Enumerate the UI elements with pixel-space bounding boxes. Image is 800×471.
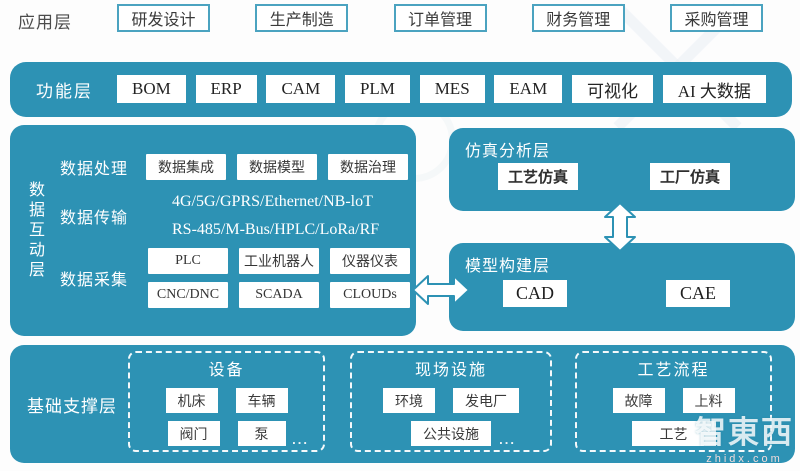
data-collection-box: CLOUDs [330, 282, 410, 308]
simulation-box: 工厂仿真 [650, 163, 731, 190]
data-collection-label: 数据采集 [60, 272, 129, 289]
application-box: 订单管理 [393, 4, 487, 32]
site-watermark: 智東西 zhidx.com [695, 407, 794, 465]
equipment-group: 设备 机床车辆 阀门泵 ... [128, 351, 325, 452]
site-facility-box: 环境 [383, 388, 435, 413]
simulation-box: 工艺仿真 [498, 163, 579, 190]
horizontal-double-arrow-icon [412, 275, 470, 305]
data-collection-row: 数据采集 PLC 工业机器人仪器仪表 CNC/DNC SCADA CLOUDs [60, 246, 410, 310]
function-box: 可视化 [571, 75, 653, 103]
process-flow-row2: 工艺 [577, 421, 770, 446]
model-construction-layer-label: 模型构建层 [465, 258, 551, 275]
model-box: CAE [666, 280, 730, 307]
data-processing-box: 数据模型 [237, 154, 317, 180]
vertical-double-arrow-icon [604, 202, 636, 252]
application-layer-label: 应用层 [18, 13, 72, 32]
equipment-box: 阀门 [167, 421, 220, 446]
function-box: AI 大数据 [662, 75, 766, 103]
function-layer-band: 功能层 BOM ERP CAM PLM MES EAM 可视化 AI 大数据 [10, 62, 792, 117]
site-facilities-row2: 公共设施 [352, 421, 550, 446]
site-facility-box: 公共设施 [411, 421, 491, 446]
data-transmission-protocols: 4G/5G/GPRS/Ethernet/NB-loT RS-485/M-Bus/… [172, 188, 379, 244]
model-boxes: CAD CAE [503, 280, 730, 307]
data-interaction-layer-label: 数据互动层 [26, 180, 43, 281]
data-collection-boxes-row2: CNC/DNC SCADA CLOUDs [148, 282, 410, 308]
application-box: 采购管理 [670, 4, 763, 32]
data-collection-box: SCADA [239, 282, 319, 308]
model-box: CAD [503, 280, 567, 307]
data-processing-boxes: 数据集成数据模型数据治理 [146, 154, 408, 180]
data-collection-box: CNC/DNC [148, 282, 228, 308]
equipment-box: 泵 [237, 421, 286, 446]
simulation-boxes: 工艺仿真 工厂仿真 [498, 163, 731, 190]
process-flow-box: 工艺 [631, 421, 716, 446]
data-processing-label: 数据处理 [60, 161, 129, 178]
equipment-ellipsis: ... [292, 432, 309, 447]
application-box: 研发设计 [117, 4, 210, 32]
application-box: 财务管理 [531, 4, 625, 32]
data-collection-boxes-row1: PLC 工业机器人仪器仪表 [148, 248, 410, 274]
data-collection-box: 工业机器人 [239, 248, 319, 274]
foundation-support-layer-label: 基础支撑层 [27, 396, 117, 416]
function-box: BOM [117, 75, 186, 103]
simulation-analysis-layer-label: 仿真分析层 [465, 143, 551, 160]
data-transmission-row: 数据传输 4G/5G/GPRS/Ethernet/NB-loT RS-485/M… [60, 187, 410, 245]
data-processing-box: 数据治理 [328, 154, 408, 180]
data-processing-row: 数据处理 数据集成数据模型数据治理 [60, 152, 410, 182]
watermark-logo: 智東西 [695, 415, 794, 450]
site-facilities-group-title: 现场设施 [414, 362, 487, 379]
function-box: CAM [266, 75, 336, 103]
function-box: PLM [344, 75, 410, 103]
function-layer-label: 功能层 [36, 82, 93, 101]
equipment-group-title: 设备 [208, 362, 245, 379]
function-box: MES [419, 75, 485, 103]
process-flow-box: 上料 [682, 388, 735, 413]
equipment-row1: 机床车辆 [130, 388, 323, 413]
application-layer-boxes: 研发设计 生产制造 订单管理 财务管理 采购管理 [117, 4, 763, 32]
function-box: ERP [195, 75, 257, 103]
transmission-protocol-line: 4G/5G/GPRS/Ethernet/NB-loT [172, 193, 373, 210]
site-facilities-row1: 环境发电厂 [352, 388, 550, 413]
process-flow-group-title: 工艺流程 [637, 362, 710, 379]
function-layer-boxes: BOM ERP CAM PLM MES EAM 可视化 AI 大数据 [117, 75, 766, 103]
model-construction-layer-panel: 模型构建层 CAD CAE [449, 243, 795, 331]
process-flow-group: 工艺流程 故障上料 工艺 [575, 351, 772, 452]
data-collection-grid: PLC 工业机器人仪器仪表 CNC/DNC SCADA CLOUDs [146, 248, 410, 308]
process-flow-box: 故障 [612, 388, 665, 413]
site-facility-box: 发电厂 [453, 388, 519, 413]
data-processing-box: 数据集成 [146, 154, 226, 180]
data-collection-box: PLC [148, 248, 228, 274]
equipment-box: 机床 [165, 388, 218, 413]
data-collection-box: 仪器仪表 [330, 248, 410, 274]
watermark-url: zhidx.com [706, 453, 783, 465]
transmission-protocol-line: RS-485/M-Bus/HPLC/LoRa/RF [172, 221, 380, 238]
simulation-analysis-layer-panel: 仿真分析层 工艺仿真 工厂仿真 [449, 128, 795, 211]
application-box: 生产制造 [255, 4, 349, 32]
function-box: EAM [494, 75, 563, 103]
data-interaction-layer-panel: 数据互动层 数据处理 数据集成数据模型数据治理 数据传输 4G/5G/GPRS/… [10, 125, 416, 336]
site-facilities-ellipsis: ... [499, 432, 516, 447]
equipment-box: 车辆 [235, 388, 288, 413]
foundation-support-layer-panel: 基础支撑层 设备 机床车辆 阀门泵 ... 现场设施 环境发电厂 公共设施 ..… [10, 345, 795, 463]
data-transmission-label: 数据传输 [60, 210, 129, 227]
equipment-row2: 阀门泵 [130, 421, 323, 446]
process-flow-row1: 故障上料 [577, 388, 770, 413]
site-facilities-group: 现场设施 环境发电厂 公共设施 ... [350, 351, 552, 452]
